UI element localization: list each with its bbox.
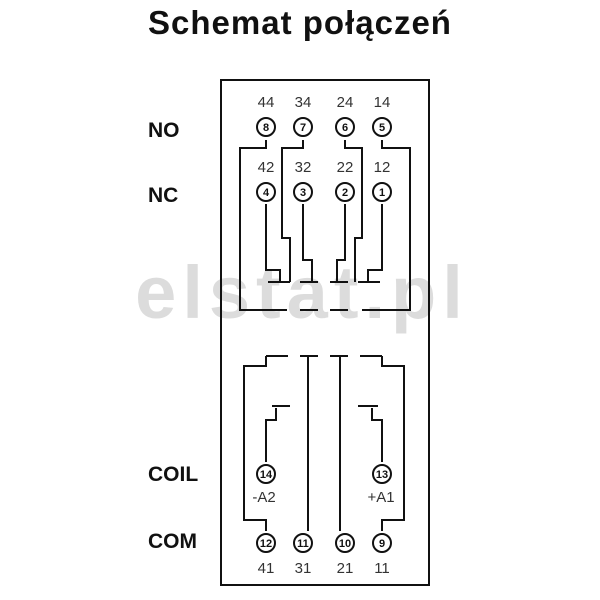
- terminal-circle: [372, 533, 392, 553]
- terminal-circle: [372, 117, 392, 137]
- terminal-circle: [372, 182, 392, 202]
- pin-label: 14: [374, 94, 391, 111]
- terminal-number: 10: [339, 538, 351, 550]
- wire-nc-22: [336, 204, 346, 282]
- terminal-number: 12: [260, 538, 272, 550]
- terminal-circle: [256, 533, 276, 553]
- terminal-number: 9: [379, 538, 385, 550]
- terminal-circle: [293, 117, 313, 137]
- label-no: NO: [148, 119, 180, 142]
- terminal-circle: [335, 182, 355, 202]
- wire-no-14: [381, 140, 411, 311]
- wire-nc-42: [265, 204, 281, 282]
- terminal-number: 11: [297, 538, 309, 550]
- wire-coil-a1: [371, 408, 383, 462]
- terminal-number: 5: [379, 122, 385, 134]
- wire-nc-32: [302, 204, 313, 282]
- terminal-circle: [372, 464, 392, 484]
- pin-label: 12: [374, 159, 391, 176]
- pin-label: 41: [258, 560, 275, 577]
- nc-terminals: 42 4 32 3 22 2 12 1: [256, 159, 392, 202]
- coil-terminals: 14 -A2 13 +A1: [252, 464, 395, 506]
- pin-label: 24: [337, 94, 354, 111]
- relay-housing: [220, 79, 430, 586]
- terminal-number: 14: [260, 469, 273, 481]
- watermark: elstat.pl: [135, 251, 469, 334]
- terminal-circle: [256, 117, 276, 137]
- wire-nc-12: [367, 204, 383, 282]
- coil-label-a2: -A2: [252, 489, 275, 506]
- wire-no-34: [281, 140, 304, 282]
- label-coil: COIL: [148, 463, 199, 486]
- terminal-number: 2: [342, 187, 348, 199]
- label-nc: NC: [148, 184, 179, 207]
- wire-com-11: [381, 356, 405, 531]
- wiring-lines: [239, 140, 411, 531]
- terminal-number: 6: [342, 122, 348, 134]
- diagram-title: Schemat połączeń: [148, 4, 452, 41]
- pin-label: 31: [295, 560, 312, 577]
- terminal-number: 4: [263, 187, 270, 199]
- wire-coil-a2: [265, 408, 277, 462]
- pin-label: 32: [295, 159, 312, 176]
- no-terminals: 44 8 34 7 24 6 14 5: [256, 94, 392, 137]
- terminal-circle: [256, 464, 276, 484]
- terminal-number: 3: [300, 187, 306, 199]
- com-terminals: 12 41 11 31 10 21 9 11: [256, 533, 392, 577]
- terminal-circle: [256, 182, 276, 202]
- wire-no-44: [239, 140, 267, 311]
- terminal-circle: [335, 533, 355, 553]
- terminal-number: 7: [300, 122, 306, 134]
- terminal-circle: [293, 182, 313, 202]
- wire-com-41: [243, 356, 267, 531]
- wire-no-24: [344, 140, 363, 282]
- pin-label: 22: [337, 159, 354, 176]
- pin-label: 42: [258, 159, 275, 176]
- label-com: COM: [148, 530, 197, 553]
- terminal-circle: [335, 117, 355, 137]
- terminal-number: 8: [263, 122, 269, 134]
- terminal-number: 1: [379, 187, 385, 199]
- pin-label: 21: [337, 560, 354, 577]
- terminal-circle: [293, 533, 313, 553]
- coil-label-a1: +A1: [367, 489, 394, 506]
- pin-label: 44: [258, 94, 275, 111]
- pin-label: 34: [295, 94, 312, 111]
- terminal-number: 13: [376, 469, 388, 481]
- pin-label: 11: [374, 560, 390, 577]
